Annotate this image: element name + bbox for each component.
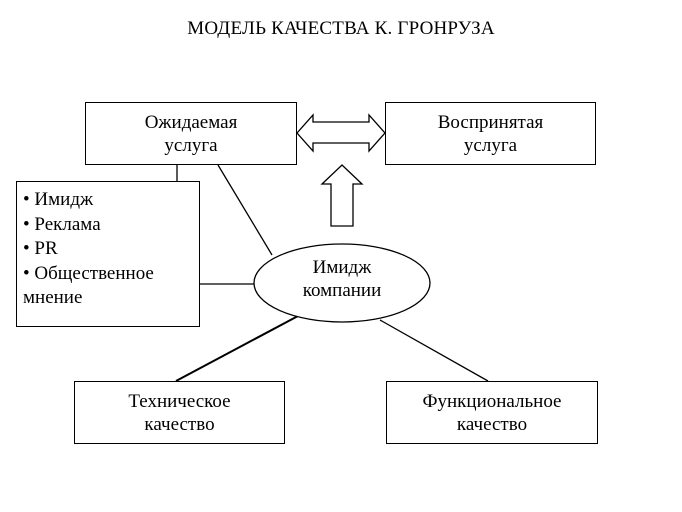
double-arrow [296,113,386,153]
image-factors-box: • Имидж • Реклама • PR • Общественное мн… [16,181,200,327]
factor-item: • PR [23,238,58,259]
functional-quality-line1: Функциональное [422,390,562,412]
functional-quality-line2: качество [456,413,528,435]
company-image-line2: компании [302,280,382,301]
factor-item: • Имидж [23,189,94,210]
factor-item: • Общественное [23,262,154,284]
factor-item: мнение [23,287,83,308]
company-image-line1: Имидж [312,257,372,278]
perceived-service-box: Воспринятая услуга [385,102,596,165]
connector-image-to-technical [175,315,299,382]
connector-expected-to-image [217,164,273,256]
expected-service-box: Ожидаемая услуга [85,102,297,165]
factor-item: • Реклама [23,213,101,235]
expected-service-line1: Ожидаемая [144,111,238,133]
up-arrow [320,164,364,227]
perceived-service-line1: Воспринятая [437,111,544,133]
connector-image-to-functional [379,319,489,382]
diagram-title: МОДЕЛЬ КАЧЕСТВА К. ГРОНРУЗА [187,18,495,39]
technical-quality-line1: Техническое [128,390,231,412]
technical-quality-box: Техническое качество [74,381,285,444]
company-image-ellipse [253,243,431,323]
perceived-service-line2: услуга [463,134,518,156]
technical-quality-line2: качество [144,413,215,435]
functional-quality-box: Функциональное качество [386,381,598,444]
expected-service-line2: услуга [164,134,218,156]
company-image-label: Имидж компании [254,256,430,302]
